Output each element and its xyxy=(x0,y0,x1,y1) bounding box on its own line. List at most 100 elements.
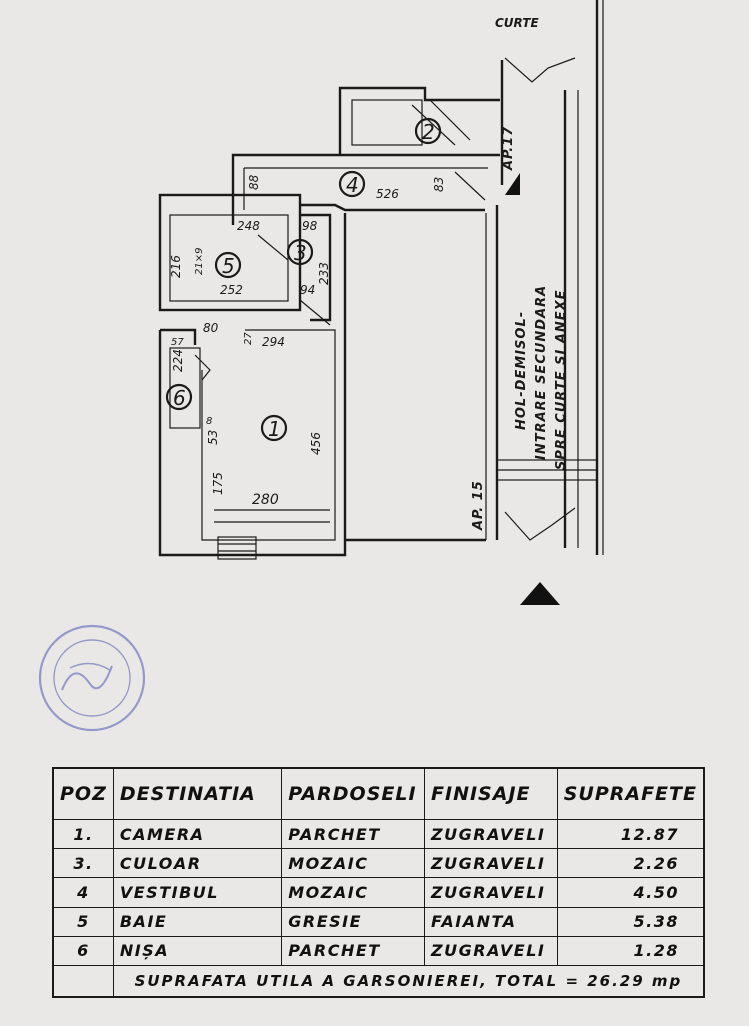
vestibule-wall-top xyxy=(231,153,500,225)
cell-suprafete: 12.87 xyxy=(556,818,705,850)
room-6-number: 6 xyxy=(173,386,186,410)
hall-label-3: SPRE CURTE SI ANEXE xyxy=(554,289,569,470)
header-suprafete: SUPRAFETE xyxy=(556,767,705,820)
room-5-circle xyxy=(214,251,242,279)
ap-bottom-label: AP. 15 xyxy=(471,480,486,531)
dim-526: 526 xyxy=(376,187,399,201)
niche-door xyxy=(194,354,211,381)
vestibule-door xyxy=(454,171,486,201)
entrance-steps xyxy=(217,536,257,560)
room-1-circle xyxy=(260,414,288,442)
dim-94: 94 xyxy=(300,283,315,297)
room-2-circle xyxy=(414,117,442,145)
dim-280: 280 xyxy=(252,492,279,508)
dim-53: 53 xyxy=(206,430,220,445)
cell-finisaje: ZUGRAVELI xyxy=(424,935,558,967)
room-1-number: 1 xyxy=(268,417,281,441)
room-1-wall-outer xyxy=(158,213,347,557)
entrance-arrow-top xyxy=(505,173,520,195)
hall-label-2: INTRARE SECUNDARA xyxy=(534,285,549,460)
table-row: 1. CAMERA PARCHET ZUGRAVELI 12.87 xyxy=(52,818,705,850)
cell-finisaje: ZUGRAVELI xyxy=(424,877,558,908)
dim-456: 456 xyxy=(309,432,323,455)
cell-finisaje: ZUGRAVELI xyxy=(424,848,558,879)
cell-poz: 4 xyxy=(52,877,114,908)
table-row: 6 NIȘA PARCHET ZUGRAVELI 1.28 xyxy=(52,935,705,967)
table-row: 3. CULOAR MOZAIC ZUGRAVELI 2.26 xyxy=(52,848,705,879)
dim-83: 83 xyxy=(432,177,446,192)
cell-pardoseli: MOZAIC xyxy=(281,848,426,879)
dim-80: 80 xyxy=(203,321,219,335)
cell-destinatia: CAMERA xyxy=(112,818,283,850)
room-schedule-table: POZ DESTINATIA PARDOSELI FINISAJE SUPRAF… xyxy=(52,767,705,998)
dim-294: 294 xyxy=(262,335,285,349)
room-2-wall xyxy=(338,86,500,155)
cell-pardoseli: GRESIE xyxy=(281,906,426,937)
room-1-wall-inner xyxy=(201,329,336,541)
cell-poz: 5 xyxy=(52,906,114,937)
header-poz: POZ xyxy=(52,767,114,820)
entrance-arrow-bottom xyxy=(520,582,560,605)
room-3-number: 3 xyxy=(294,241,307,265)
cell-destinatia: BAIE xyxy=(112,906,283,937)
room-3-circle xyxy=(286,238,314,266)
total-area-text: SUPRAFATA UTILA A GARSONIEREI, TOTAL = 2… xyxy=(112,965,705,998)
cell-poz: 6 xyxy=(52,935,114,967)
dim-175: 175 xyxy=(211,472,225,495)
room-6-circle xyxy=(165,383,193,411)
cell-suprafete: 1.28 xyxy=(556,935,705,967)
dim-216: 216 xyxy=(169,255,183,278)
cell-suprafete: 4.50 xyxy=(556,877,705,908)
outside-label: CURTE xyxy=(495,16,539,30)
table-header-row: POZ DESTINATIA PARDOSELI FINISAJE SUPRAF… xyxy=(52,767,705,820)
cell-finisaje: ZUGRAVELI xyxy=(424,818,558,850)
dim-88: 88 xyxy=(247,174,261,190)
dim-98: 98 xyxy=(302,219,318,233)
bath-wall-inner xyxy=(169,214,289,302)
header-pardoseli: PARDOSELI xyxy=(281,767,426,820)
room-5-number: 5 xyxy=(222,254,235,278)
cell-suprafete: 2.26 xyxy=(556,848,705,879)
hall-door-top xyxy=(504,57,576,83)
ap-top-label: AP.17 xyxy=(501,126,516,171)
dim-27: 27 xyxy=(243,332,254,345)
cell-destinatia: NIȘA xyxy=(112,935,283,967)
dim-21x9: 21×9 xyxy=(194,248,205,275)
hall-label-1: HOL-DEMISOL- xyxy=(514,311,529,430)
bath-door xyxy=(257,234,289,261)
cell-finisaje: FAIANTA xyxy=(424,906,558,937)
dim-248: 248 xyxy=(237,219,260,233)
cell-poz: 3. xyxy=(52,848,114,879)
room-2-diag-2 xyxy=(429,99,471,141)
vestibule-wall-bottom xyxy=(300,203,485,212)
dim-8: 8 xyxy=(206,416,212,427)
dim-233: 233 xyxy=(317,262,331,285)
cell-suprafete: 5.38 xyxy=(556,906,705,937)
room-2-number: 2 xyxy=(422,120,435,144)
room-2-diag-1 xyxy=(411,104,456,146)
cell-poz: 1. xyxy=(52,818,114,850)
room-4-number: 4 xyxy=(346,173,359,197)
header-finisaje: FINISAJE xyxy=(424,767,558,820)
cell-pardoseli: PARCHET xyxy=(281,935,426,967)
dim-57: 57 xyxy=(171,337,184,348)
header-destinatia: DESTINATIA xyxy=(112,767,283,820)
hall-door-bottom xyxy=(504,507,576,541)
dim-252: 252 xyxy=(220,283,243,297)
table-row: 5 BAIE GRESIE FAIANTA 5.38 xyxy=(52,906,705,937)
room-2-inner xyxy=(351,99,423,146)
dim-224: 224 xyxy=(171,349,185,372)
corridor-wall xyxy=(300,213,332,322)
table-total-row: SUPRAFATA UTILA A GARSONIEREI, TOTAL = 2… xyxy=(52,965,705,998)
bath-wall-outer xyxy=(158,193,302,312)
official-stamp xyxy=(38,624,146,732)
cell-destinatia: VESTIBUL xyxy=(112,877,283,908)
table-row: 4 VESTIBUL MOZAIC ZUGRAVELI 4.50 xyxy=(52,877,705,908)
cell-pardoseli: PARCHET xyxy=(281,818,426,850)
room-4-circle xyxy=(338,170,366,198)
niche-wall-top xyxy=(160,328,197,345)
cell-pardoseli: MOZAIC xyxy=(281,877,426,908)
cell-destinatia: CULOAR xyxy=(112,848,283,879)
floor-plan: 4 5 3 1 6 2 CURTE AP.17 AP. 15 HOL-DEMIS… xyxy=(38,0,604,732)
corridor-door xyxy=(299,299,331,326)
